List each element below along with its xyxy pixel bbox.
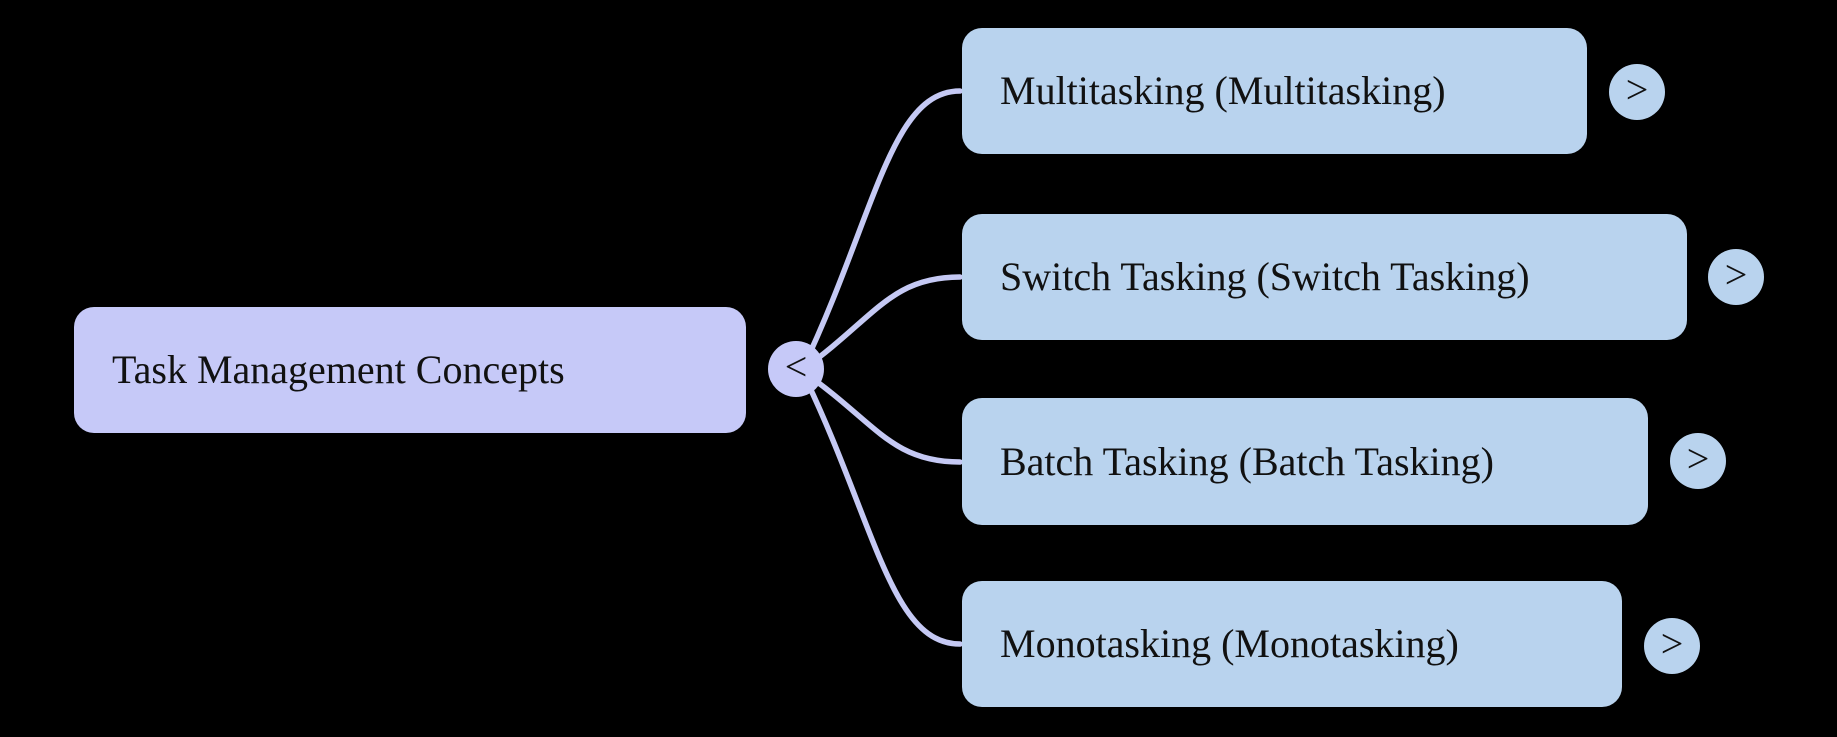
child-node-switch-tasking[interactable]: Switch Tasking (Switch Tasking): [962, 214, 1687, 340]
expand-button-switch-tasking[interactable]: >: [1708, 249, 1764, 305]
connector-curve: [799, 274, 963, 373]
expand-icon: >: [1660, 621, 1684, 666]
child-node-batch-tasking[interactable]: Batch Tasking (Batch Tasking): [962, 398, 1648, 525]
child-node-label: Batch Tasking (Batch Tasking): [1000, 438, 1494, 484]
connector-curve: [799, 368, 963, 465]
collapse-icon: <: [784, 344, 808, 389]
connector-curve: [799, 368, 963, 647]
expand-button-monotasking[interactable]: >: [1644, 618, 1700, 674]
expand-button-multitasking[interactable]: >: [1609, 64, 1665, 120]
child-node-label: Monotasking (Monotasking): [1000, 621, 1459, 666]
expand-button-batch-tasking[interactable]: >: [1670, 433, 1726, 489]
root-node[interactable]: Task Management Concepts: [74, 307, 746, 433]
child-node-label: Switch Tasking (Switch Tasking): [1000, 254, 1530, 299]
child-node-monotasking[interactable]: Monotasking (Monotasking): [962, 581, 1622, 707]
child-node-label: Multitasking (Multitasking): [1000, 68, 1446, 113]
child-node-multitasking[interactable]: Multitasking (Multitasking): [962, 28, 1587, 154]
connector-curve: [799, 88, 963, 373]
expand-icon: >: [1625, 67, 1649, 112]
collapse-button[interactable]: <: [768, 341, 824, 397]
root-node-label: Task Management Concepts: [112, 347, 565, 392]
expand-icon: >: [1686, 436, 1710, 481]
expand-icon: >: [1724, 252, 1748, 297]
